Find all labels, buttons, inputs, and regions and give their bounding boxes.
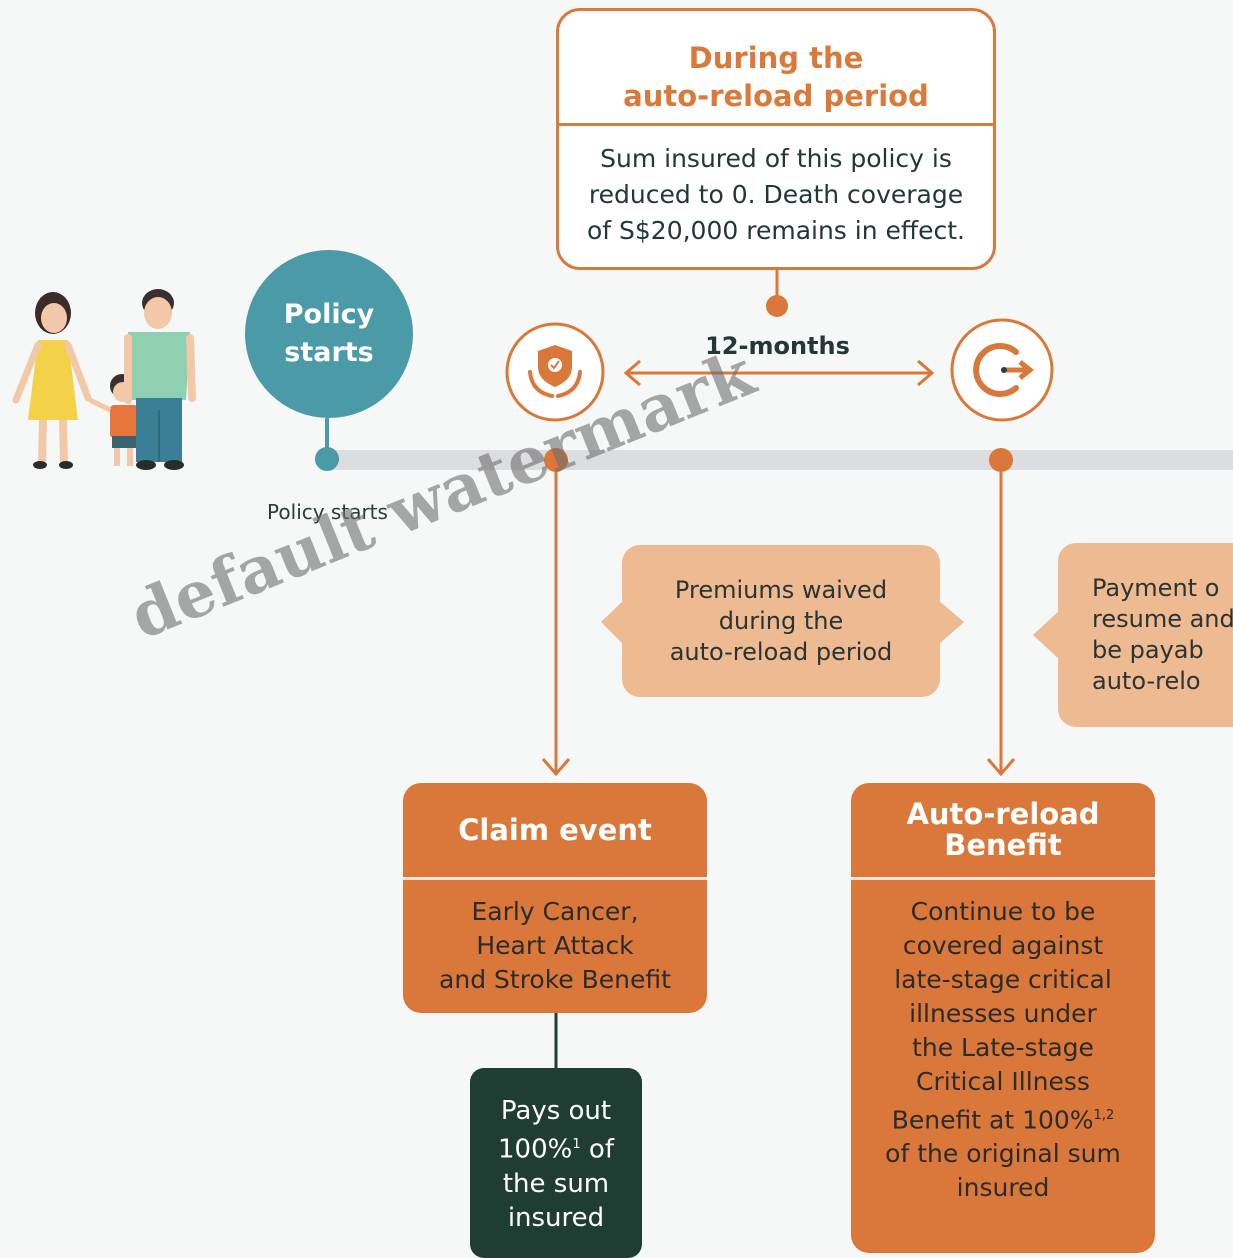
period-box-dot [766, 295, 788, 317]
resume-line4: auto-relo [1092, 667, 1201, 695]
period-title-line1: During the [688, 41, 864, 75]
reload-body-line1: Continue to be [910, 897, 1096, 926]
claim-event-body: Early Cancer, Heart Attack and Stroke Be… [411, 895, 699, 997]
claim-body-line3: and Stroke Benefit [439, 965, 671, 994]
period-text-line3: of S$20,000 remains in effect. [586, 216, 965, 245]
reload-footnote: 1,2 [1093, 1108, 1115, 1123]
period-box-text: Sum insured of this policy is reduced to… [569, 141, 983, 249]
waived-callout-pointer [601, 600, 624, 645]
reload-body-line3: late-stage critical [894, 965, 1112, 994]
double-arrow-icon [623, 359, 935, 387]
policy-circle-line2: starts [284, 337, 374, 368]
auto-reload-title: Auto-reload Benefit [851, 783, 1155, 877]
pays-footnote: 1 [572, 1137, 581, 1152]
reload-title-line1: Auto-reload [906, 797, 1100, 831]
period-text-line1: Sum insured of this policy is [600, 144, 952, 173]
resume-line3: be payab [1092, 636, 1204, 664]
reload-arrow [986, 472, 1016, 777]
reload-body-line9: insured [956, 1173, 1050, 1203]
waived-line2: during the [718, 606, 844, 635]
auto-reload-divider [851, 877, 1155, 880]
waived-line1: Premiums waived [674, 575, 888, 604]
reload-body-line8: of the original sum [885, 1139, 1121, 1169]
timeline-dot-claim [544, 448, 568, 472]
family-illustration [12, 289, 196, 470]
pays-line4: insured [507, 1202, 605, 1233]
period-title-line2: auto-reload period [623, 79, 929, 113]
claim-event-box: Claim event Early Cancer, Heart Attack a… [403, 783, 707, 1013]
claim-arrow [541, 472, 571, 777]
resume-line2: resume and [1092, 605, 1233, 633]
policy-starts-circle: Policy starts [245, 250, 413, 418]
reload-title-line2: Benefit [944, 828, 1062, 862]
premiums-waived-callout: Premiums waived during the auto-reload p… [622, 545, 940, 697]
timeline-start-dot [315, 447, 339, 471]
reload-body-line2: covered against [902, 931, 1104, 960]
auto-reload-period-box: During the auto-reload period Sum insure… [556, 8, 996, 270]
claim-body-line2: Heart Attack [476, 931, 634, 960]
resume-callout-pointer [1033, 610, 1060, 660]
period-box-divider [559, 123, 993, 126]
timeline-start-label: Policy starts [267, 500, 388, 524]
auto-reload-body: Continue to be covered against late-stag… [859, 895, 1147, 1205]
payment-resume-callout: Payment o resume and be payab auto-relo [1058, 543, 1233, 727]
reload-body-line4: illnesses under [909, 999, 1097, 1028]
claim-event-divider [403, 877, 707, 880]
pays-line2: 100%1 of [470, 1128, 642, 1167]
timeline-dot-reload [989, 448, 1013, 472]
pays-percent: 100% [498, 1134, 573, 1165]
shield-hands-icon [505, 322, 605, 422]
pays-out-box: Pays out 100%1 of the sum insured [470, 1068, 642, 1258]
waived-callout-pointer-right [938, 600, 964, 645]
reload-body-line7: Benefit at 100%1,2 [859, 1099, 1147, 1137]
pays-line3: the sum [502, 1168, 610, 1199]
auto-reload-benefit-box: Auto-reload Benefit Continue to be cover… [851, 783, 1155, 1253]
reload-body-line6: Critical Illness [916, 1067, 1090, 1096]
reload-body-line7-text: Benefit at 100% [891, 1105, 1094, 1135]
period-text-line2: reduced to 0. Death coverage [588, 180, 964, 209]
reload-body-line5: the Late-stage [912, 1033, 1094, 1062]
claim-body-line1: Early Cancer, [471, 897, 639, 926]
claim-event-title: Claim event [458, 812, 652, 847]
period-box-title: During the auto-reload period [559, 39, 993, 115]
exit-arrow-icon [950, 318, 1054, 422]
policy-circle-label: Policy starts [269, 296, 389, 372]
waived-line3: auto-reload period [669, 637, 893, 666]
policy-circle-line1: Policy [283, 299, 375, 330]
resume-line1: Payment o [1092, 574, 1220, 602]
pays-of: of [580, 1134, 614, 1165]
pays-line1: Pays out [500, 1096, 612, 1126]
duration-label: 12-months [705, 332, 850, 360]
